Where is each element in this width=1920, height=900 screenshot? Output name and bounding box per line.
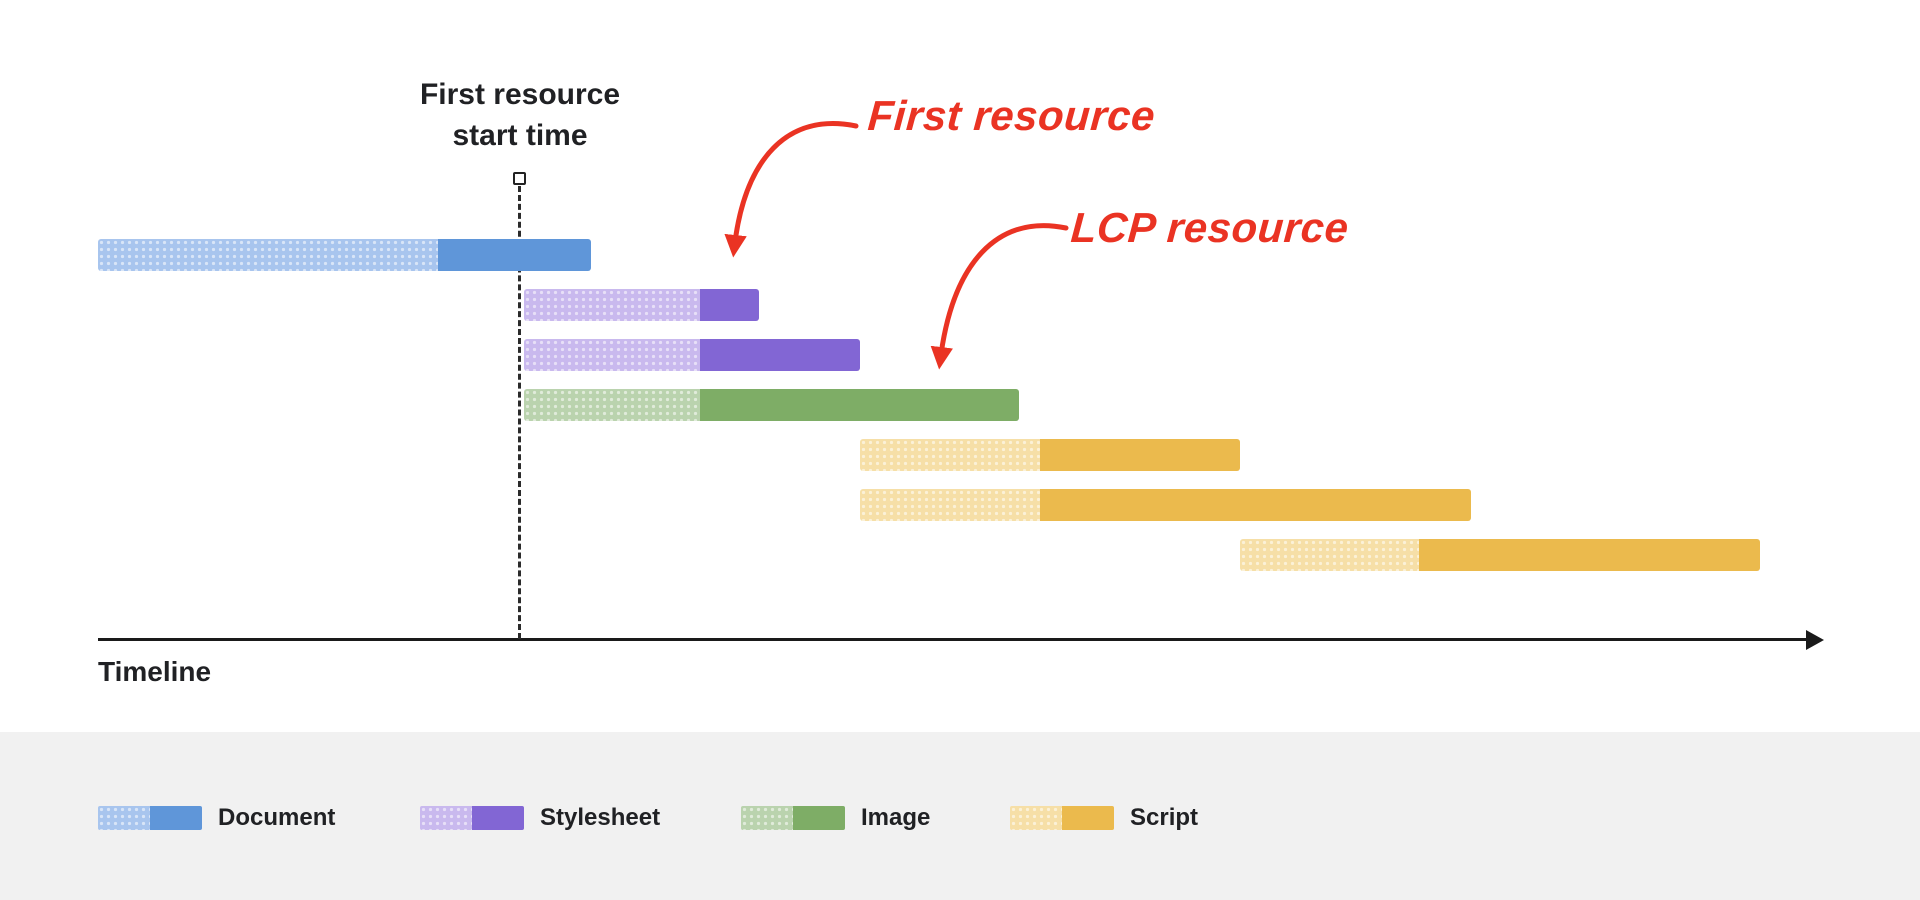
image-light-segment bbox=[524, 389, 700, 421]
start-time-heading: First resource start time bbox=[320, 74, 720, 157]
lcp-resource-annotation: LCP resource bbox=[1069, 204, 1351, 251]
document-light-swatch bbox=[98, 806, 150, 830]
stylesheet-light-swatch bbox=[420, 806, 472, 830]
image-dark-segment bbox=[700, 389, 1019, 421]
image-dark-swatch bbox=[793, 806, 845, 830]
legend-item-image: Image bbox=[741, 804, 930, 832]
first-resource-start-line bbox=[518, 186, 521, 639]
stylesheet-dark-segment bbox=[700, 339, 860, 371]
document-swatch-icon bbox=[98, 806, 202, 830]
document-dark-swatch bbox=[150, 806, 202, 830]
script-light-segment bbox=[1240, 539, 1419, 571]
script-light-swatch bbox=[1010, 806, 1062, 830]
resource-bar-stylesheet bbox=[524, 339, 860, 371]
document-light-segment bbox=[98, 239, 438, 271]
image-light-swatch bbox=[741, 806, 793, 830]
legend-label-document: Document bbox=[218, 804, 336, 831]
script-dark-swatch bbox=[1062, 806, 1114, 830]
legend-label-image: Image bbox=[861, 804, 931, 831]
script-dark-segment bbox=[1419, 539, 1760, 571]
legend-label-stylesheet: Stylesheet bbox=[540, 804, 661, 831]
script-light-segment bbox=[860, 439, 1040, 471]
resource-bar-document bbox=[98, 239, 591, 271]
timeline-axis bbox=[98, 638, 1808, 641]
legend-label-script: Script bbox=[1130, 804, 1199, 831]
start-time-heading-line2: start time bbox=[452, 119, 588, 153]
stylesheet-light-segment bbox=[524, 289, 700, 321]
stylesheet-swatch-icon bbox=[420, 806, 524, 830]
timeline-label: Timeline bbox=[98, 656, 212, 687]
legend-item-script: Script bbox=[1010, 804, 1198, 832]
script-dark-segment bbox=[1040, 489, 1471, 521]
image-swatch-icon bbox=[741, 806, 845, 830]
script-swatch-icon bbox=[1010, 806, 1114, 830]
first-resource-annotation: First resource bbox=[866, 92, 1157, 139]
document-dark-segment bbox=[438, 239, 591, 271]
script-light-segment bbox=[860, 489, 1040, 521]
start-time-marker-icon bbox=[513, 172, 526, 185]
legend-band bbox=[0, 732, 1920, 900]
legend-item-stylesheet: Stylesheet bbox=[420, 804, 660, 832]
script-dark-segment bbox=[1040, 439, 1240, 471]
resource-bar-stylesheet bbox=[524, 289, 759, 321]
resource-bar-script bbox=[860, 489, 1471, 521]
timeline-axis-arrowhead-icon bbox=[1806, 630, 1824, 650]
stylesheet-dark-swatch bbox=[472, 806, 524, 830]
legend-item-document: Document bbox=[98, 804, 335, 832]
resource-bar-script bbox=[860, 439, 1240, 471]
resource-bar-script bbox=[1240, 539, 1760, 571]
stylesheet-light-segment bbox=[524, 339, 700, 371]
resource-bar-image bbox=[524, 389, 1019, 421]
stylesheet-dark-segment bbox=[700, 289, 759, 321]
start-time-heading-line1: First resource bbox=[419, 78, 621, 111]
